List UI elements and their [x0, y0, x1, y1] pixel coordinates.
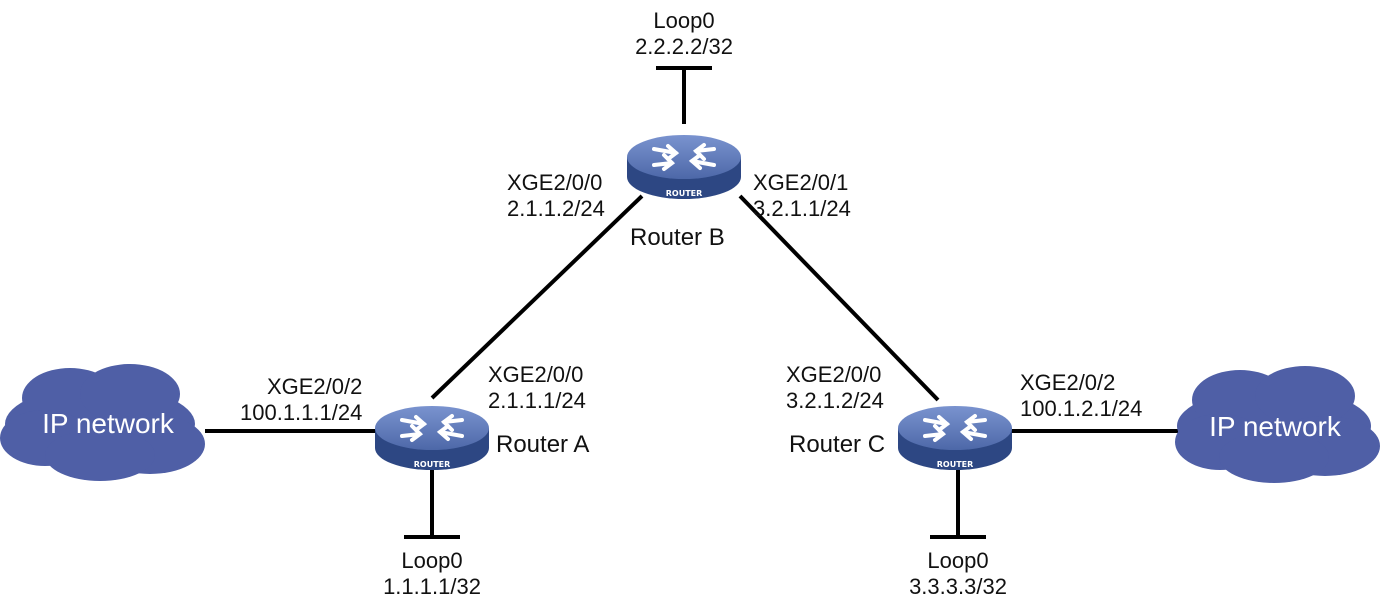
router-b-xge0-name: XGE2/0/0	[507, 170, 603, 195]
router-b-xge0-label: XGE2/0/0 2.1.1.2/24	[507, 170, 605, 222]
router-b-xge1-label: XGE2/0/1 3.2.1.1/24	[753, 170, 851, 222]
router-a-icon: ROUTER	[375, 406, 489, 470]
cloud-icon-right	[1175, 366, 1380, 483]
router-b-badge: ROUTER	[666, 189, 703, 198]
cloud-left-label: IP network	[42, 408, 174, 439]
router-c-loop-ip: 3.3.3.3/32	[909, 574, 1007, 599]
router-c-loop-label: Loop0 3.3.3.3/32	[909, 548, 1007, 600]
router-c-icon: ROUTER	[898, 406, 1012, 470]
router-c-badge: ROUTER	[937, 460, 974, 469]
router-b-name: Router B	[630, 224, 725, 251]
router-a-name: Router A	[496, 431, 590, 458]
router-c-xge2-ip: 100.1.2.1/24	[1020, 396, 1143, 421]
router-b-xge0-ip: 2.1.1.2/24	[507, 196, 605, 221]
router-a-loop-label: Loop0 1.1.1.1/32	[383, 548, 481, 600]
router-b-icon: ROUTER	[627, 135, 741, 199]
router-b-xge1-name: XGE2/0/1	[753, 170, 849, 195]
router-c-xge2-name: XGE2/0/2	[1020, 370, 1116, 395]
cloud-right-label: IP network	[1209, 411, 1341, 442]
router-b-loop-label: Loop0 2.2.2.2/32	[635, 8, 733, 60]
router-a-badge: ROUTER	[414, 460, 451, 469]
router-a-loop-ip: 1.1.1.1/32	[383, 574, 481, 599]
router-c-xge2-label: XGE2/0/2 100.1.2.1/24	[1020, 370, 1142, 422]
router-c-loop-name: Loop0	[927, 548, 989, 573]
router-a-xge2-label: XGE2/0/2 100.1.1.1/24	[240, 374, 362, 426]
link-b-c	[738, 194, 940, 402]
loopback-stub-a	[404, 470, 460, 539]
router-c-xge0-label: XGE2/0/0 3.2.1.2/24	[786, 362, 884, 414]
router-c-name: Router C	[789, 431, 886, 458]
router-b-loop-ip: 2.2.2.2/32	[635, 34, 733, 59]
router-a-loop-name: Loop0	[401, 548, 463, 573]
loopback-stub-c	[930, 470, 986, 539]
link-a-b	[430, 194, 644, 400]
loopback-stub-b	[656, 66, 712, 124]
router-a-xge0-label: XGE2/0/0 2.1.1.1/24	[488, 362, 586, 414]
cloud-icon-left	[0, 364, 205, 481]
router-b-xge1-ip: 3.2.1.1/24	[753, 196, 851, 221]
router-a-xge0-name: XGE2/0/0	[488, 362, 584, 387]
router-a-xge2-ip: 100.1.1.1/24	[240, 400, 363, 425]
router-a-xge2-name: XGE2/0/2	[266, 374, 363, 399]
router-c-xge0-ip: 3.2.1.2/24	[786, 388, 884, 413]
router-b-loop-name: Loop0	[653, 8, 715, 33]
router-c-xge0-name: XGE2/0/0	[786, 362, 882, 387]
router-a-xge0-ip: 2.1.1.1/24	[488, 388, 586, 413]
